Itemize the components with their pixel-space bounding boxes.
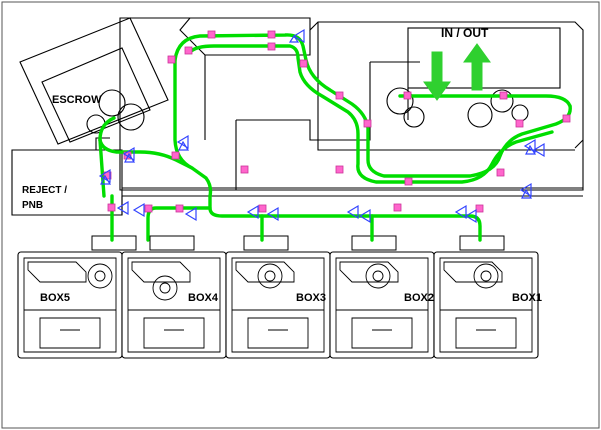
cassette-row: [17, 235, 539, 359]
in-out-arrow-down-icon: [423, 51, 451, 101]
cassette-label-box4: BOX4: [188, 292, 218, 304]
path-node-markers: [103, 30, 571, 213]
in-out-label: IN / OUT: [441, 26, 489, 40]
note-transport-path: [98, 33, 572, 242]
reject-pnb-label-line2: PNB: [22, 200, 44, 211]
cassette-label-box3: BOX3: [296, 292, 326, 304]
cassette-label-box1: BOX1: [512, 292, 542, 304]
reject-pnb-label-line1: REJECT /: [22, 185, 68, 196]
sensor-markers: [98, 28, 545, 224]
escrow-label: ESCROW: [52, 94, 102, 106]
machine-outline: [11, 17, 584, 216]
in-out-arrow-up-icon: [463, 43, 491, 91]
cassette-label-box2: BOX2: [404, 292, 434, 304]
cassette-label-box5: BOX5: [40, 292, 70, 304]
